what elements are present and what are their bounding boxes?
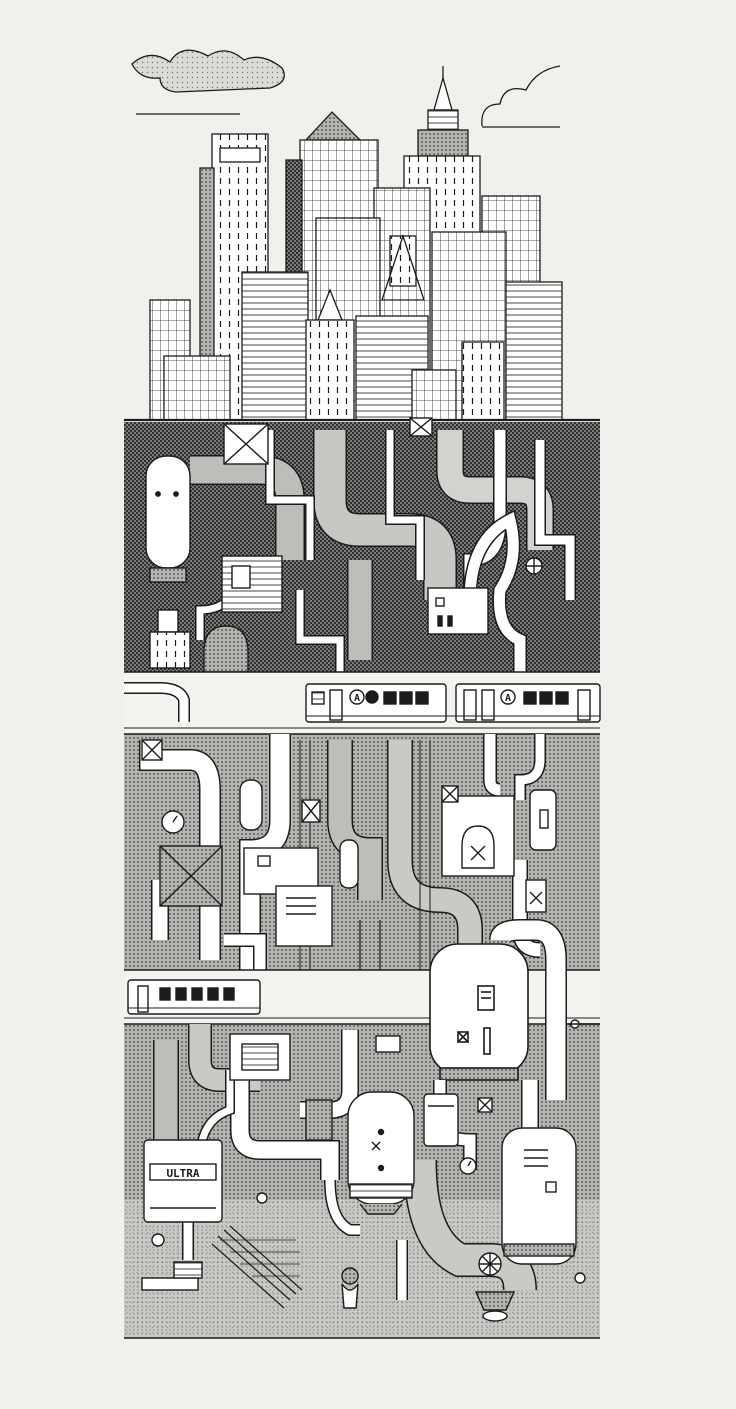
sky (131, 49, 561, 128)
lower-machinery: ULTRA (141, 1019, 600, 1322)
reactor-vessel (347, 1091, 415, 1215)
skyline (149, 66, 563, 421)
cloud-left-icon (131, 49, 285, 93)
lower-clock-icon (151, 1233, 165, 1247)
train-line-letter-2: A (505, 693, 511, 704)
lower-gauge-icon (459, 1157, 477, 1175)
upper-pipe-network (190, 430, 576, 672)
middle-machinery (141, 739, 557, 947)
lower-pipe-network (153, 1024, 539, 1300)
tank-label: ULTRA (166, 1167, 199, 1180)
stairs (211, 1225, 303, 1309)
subway-train-lower (127, 979, 261, 1015)
worker-figure (341, 1267, 359, 1309)
cloud-right-icon (481, 65, 561, 128)
ultra-storage-tank (143, 1139, 223, 1223)
large-boiler-tank (429, 919, 567, 1100)
fan-wheel-icon (478, 1252, 502, 1276)
train-line-badge-icon (349, 689, 516, 705)
upper-machinery (145, 417, 543, 673)
right-boiler (501, 1127, 577, 1265)
pressure-gauge-icon (161, 810, 185, 834)
train-line-letter: A (354, 693, 360, 704)
subway-train-upper: A A (124, 682, 601, 723)
